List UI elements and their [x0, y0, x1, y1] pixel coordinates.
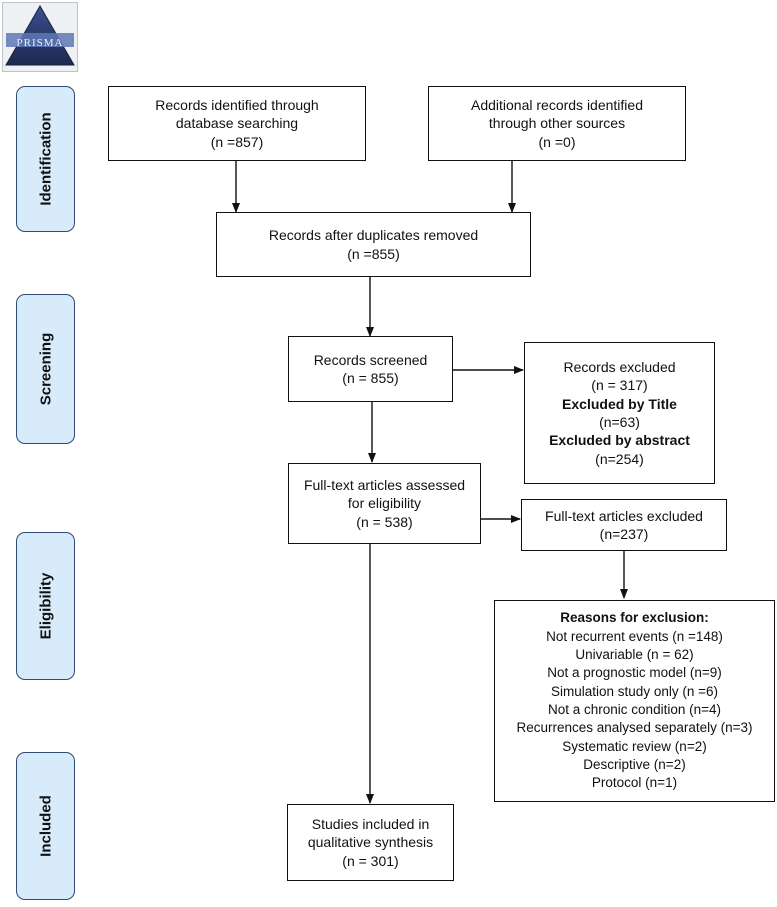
box-fulltext-excluded-line1: Full-text articles excluded [545, 507, 703, 524]
box-records-excluded: Records excluded (n = 317) Excluded by T… [524, 342, 715, 484]
reason-item: Protocol (n=1) [591, 775, 678, 791]
box-records-screened: Records screened (n = 855) [288, 336, 453, 402]
box-fulltext-excluded: Full-text articles excluded (n=237) [521, 499, 727, 551]
reason-item: Descriptive (n=2) [583, 757, 686, 773]
reason-item: Systematic review (n=2) [562, 738, 707, 754]
box-excluded-title-label: Excluded by Title [562, 395, 677, 412]
box-excluded-title-count: (n=63) [599, 414, 640, 430]
box-excluded-abstract-label: Excluded by abstract [549, 432, 690, 449]
box-other-line2: through other sources [488, 115, 626, 132]
box-other-sources: Additional records identified through ot… [428, 86, 686, 161]
box-database-records: Records identified through database sear… [108, 86, 366, 161]
box-database-line2: database searching [175, 115, 299, 132]
box-fulltext-excluded-count: (n=237) [599, 526, 649, 542]
box-exclusion-reasons: Reasons for exclusion: Not recurrent eve… [494, 600, 775, 802]
box-database-count: (n =857) [210, 133, 264, 150]
box-other-line1: Additional records identified [471, 96, 643, 113]
box-excluded-count: (n = 317) [591, 377, 648, 394]
reason-item: Recurrences analysed separately (n=3) [516, 720, 753, 736]
box-duplicates-removed: Records after duplicates removed (n =855… [216, 212, 531, 277]
box-fulltext-assessed: Full-text articles assessed for eligibil… [288, 463, 481, 544]
box-included-line1: Studies included in [311, 815, 430, 832]
box-fulltext-count: (n = 538) [356, 513, 413, 530]
reason-item: Not a chronic condition (n=4) [548, 702, 721, 717]
box-included-line2: qualitative synthesis [307, 834, 434, 851]
box-studies-included: Studies included in qualitative synthesi… [287, 804, 454, 881]
box-database-line1: Records identified through [155, 96, 319, 113]
box-excluded-line1: Records excluded [563, 358, 676, 375]
box-dedup-count: (n =855) [347, 245, 400, 262]
box-other-count: (n =0) [538, 133, 576, 150]
pyramid-icon [5, 4, 75, 66]
phase-included: Included [16, 752, 75, 900]
reason-item: Simulation study only (n =6) [551, 683, 718, 699]
box-dedup-line1: Records after duplicates removed [268, 227, 479, 244]
reasons-heading: Reasons for exclusion: [560, 610, 709, 626]
box-screened-count: (n = 855) [342, 370, 399, 386]
box-included-count: (n = 301) [342, 852, 399, 869]
reason-item: Univariable (n = 62) [575, 646, 694, 662]
box-screened-line1: Records screened [313, 351, 428, 368]
phase-screening: Screening [16, 294, 75, 444]
box-excluded-abstract-count: (n=254) [595, 450, 644, 467]
prisma-logo: PRISMA [2, 2, 78, 72]
logo-text: PRISMA [16, 37, 64, 49]
phase-identification: Identification [16, 86, 75, 232]
reason-item: Not a prognostic model (n=9) [547, 665, 722, 681]
reason-item: Not recurrent events (n =148) [546, 628, 723, 644]
phase-eligibility: Eligibility [16, 532, 75, 680]
box-fulltext-line2: for eligibility [347, 495, 422, 512]
box-fulltext-line1: Full-text articles assessed [303, 476, 466, 493]
